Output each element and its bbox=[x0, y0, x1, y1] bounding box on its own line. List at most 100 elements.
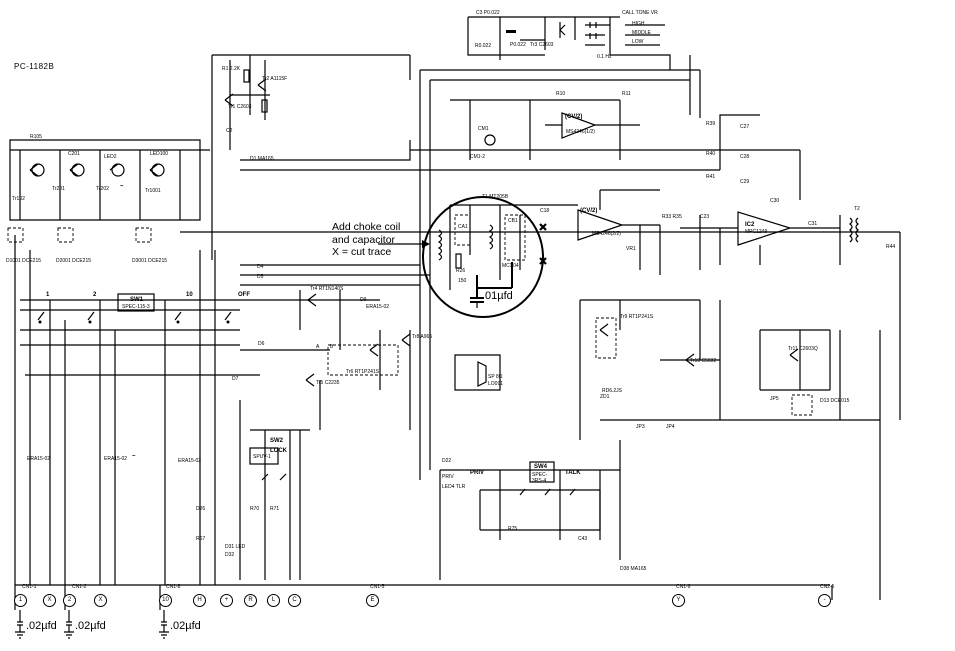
svg-text:C28: C28 bbox=[740, 154, 749, 160]
svg-text:D3001 DCE215: D3001 DCE215 bbox=[132, 258, 167, 264]
svg-text:CN1-1: CN1-1 bbox=[22, 584, 37, 590]
ic-mpc1249: IC2 bbox=[745, 222, 755, 228]
svg-text:R75: R75 bbox=[508, 526, 517, 532]
svg-text:C23: C23 bbox=[700, 214, 709, 220]
svg-text:Tr102: Tr102 bbox=[12, 196, 25, 202]
svg-text:C30: C30 bbox=[770, 198, 779, 204]
svg-text:R26: R26 bbox=[456, 268, 465, 274]
switch-sw1: SW1 bbox=[130, 297, 144, 303]
choke-coil-icon bbox=[437, 229, 443, 261]
terminal-plus: + bbox=[220, 594, 233, 607]
svg-text:C3 P0.022: C3 P0.022 bbox=[476, 10, 500, 16]
bottom-cap-1: .02µfd bbox=[26, 620, 57, 632]
svg-text:Tr4 RT1N140S: Tr4 RT1N140S bbox=[310, 286, 344, 292]
svg-text:SPEC-115-3: SPEC-115-3 bbox=[122, 304, 150, 310]
transformer-t1-icon bbox=[488, 224, 494, 250]
svg-text:MCX04: MCX04 bbox=[502, 263, 519, 269]
svg-text:ERA15-02: ERA15-02 bbox=[366, 304, 389, 310]
terminal-h: H bbox=[193, 594, 206, 607]
svg-text:Tr202: Tr202 bbox=[96, 186, 109, 192]
switching-block: Tr4 RT1N140S Tr8 A965 Tr6 RT1P241S Tr5 C22… bbox=[232, 264, 432, 430]
svg-text:D1 MA165: D1 MA165 bbox=[250, 156, 274, 162]
svg-text:T2: T2 bbox=[854, 206, 860, 212]
svg-text:ERA15-02: ERA15-02 bbox=[27, 456, 50, 462]
svg-text:MPC1249: MPC1249 bbox=[745, 229, 767, 235]
svg-text:R41: R41 bbox=[706, 174, 715, 180]
speaker-icon bbox=[477, 361, 487, 387]
svg-text:R105: R105 bbox=[30, 134, 42, 140]
svg-text:CN1-9: CN1-9 bbox=[676, 584, 691, 590]
added-capacitor-label: .01µfd bbox=[482, 290, 513, 302]
svg-text:B: B bbox=[330, 344, 334, 350]
svg-text:Tr6 RT1P241S: Tr6 RT1P241S bbox=[346, 369, 380, 375]
svg-text:C27: C27 bbox=[740, 124, 749, 130]
svg-text:Tr11 C2603Q: Tr11 C2603Q bbox=[788, 346, 818, 352]
svg-text:150: 150 bbox=[458, 278, 467, 284]
svg-text:Tr201: Tr201 bbox=[52, 186, 65, 192]
svg-text:LO091: LO091 bbox=[488, 381, 503, 387]
terminal-1: 1 bbox=[14, 594, 27, 607]
svg-text:Tr2 A1115F: Tr2 A1115F bbox=[262, 76, 287, 82]
svg-text:A: A bbox=[316, 344, 320, 350]
svg-text:CA1: CA1 bbox=[458, 224, 468, 230]
terminal-r: R bbox=[244, 594, 257, 607]
svg-text:P0.022: P0.022 bbox=[510, 42, 526, 48]
bottom-cap-3: .02µfd bbox=[170, 620, 201, 632]
modification-note: Add choke coil and capacitor X = cut tra… bbox=[332, 222, 400, 260]
svg-text:R39: R39 bbox=[706, 121, 715, 127]
svg-text:R44: R44 bbox=[886, 244, 895, 250]
svg-text:CN1-2: CN1-2 bbox=[72, 584, 87, 590]
svg-text:Tr8 A965: Tr8 A965 bbox=[412, 334, 432, 340]
switch-position-1: 1 bbox=[46, 292, 50, 298]
svg-text:JP5: JP5 bbox=[770, 396, 779, 402]
svg-text:CN1-5: CN1-5 bbox=[370, 584, 385, 590]
svg-text:R0.022: R0.022 bbox=[475, 43, 491, 49]
svg-text:~: ~ bbox=[120, 184, 124, 190]
switch-sw4: SW4 bbox=[534, 464, 548, 470]
svg-text:LOCK: LOCK bbox=[270, 448, 288, 454]
svg-text:LED2: LED2 bbox=[104, 154, 117, 160]
bottom-cap-2: .02µfd bbox=[75, 620, 106, 632]
svg-text:D13 DCE015: D13 DCE015 bbox=[820, 398, 850, 404]
svg-text:C201: C201 bbox=[68, 151, 80, 157]
svg-text:JP3: JP3 bbox=[636, 424, 645, 430]
mode-label-off: OFF bbox=[238, 292, 250, 298]
terminal-2: 2 bbox=[63, 594, 76, 607]
note-line-1: Add choke coil bbox=[332, 221, 401, 233]
svg-text:R40: R40 bbox=[706, 151, 715, 157]
terminal-c: C bbox=[288, 594, 301, 607]
tone-label-middle: MIDDLE bbox=[632, 30, 652, 36]
svg-text:SPUV-1: SPUV-1 bbox=[253, 454, 271, 460]
svg-text:Tr5 C2235: Tr5 C2235 bbox=[316, 380, 340, 386]
terminal-x-2: X bbox=[94, 594, 107, 607]
svg-text:D32: D32 bbox=[225, 552, 234, 558]
svg-text:D9: D9 bbox=[360, 297, 367, 303]
svg-text:CN1-8: CN1-8 bbox=[166, 584, 181, 590]
terminal-x-1: X bbox=[43, 594, 56, 607]
svg-text:LED4 TLR: LED4 TLR bbox=[442, 484, 466, 490]
switch-position-2: 2 bbox=[93, 292, 97, 298]
svg-text:R11: R11 bbox=[622, 91, 631, 97]
svg-text:C18: C18 bbox=[540, 208, 549, 214]
svg-text:D38 MA165: D38 MA165 bbox=[620, 566, 647, 572]
svg-text:LED100: LED100 bbox=[150, 151, 168, 157]
svg-text:R70: R70 bbox=[250, 506, 259, 512]
mode-label-priv: PRIV bbox=[470, 470, 484, 476]
svg-text:R1 2.2K: R1 2.2K bbox=[222, 66, 241, 72]
svg-text:D6: D6 bbox=[258, 341, 265, 347]
svg-text:ZD1: ZD1 bbox=[600, 394, 610, 400]
svg-text:Tr1 C2603: Tr1 C2603 bbox=[228, 104, 252, 110]
switch-position-10: 10 bbox=[186, 292, 193, 298]
svg-text:R10: R10 bbox=[556, 91, 565, 97]
tone-label-vr: CALL TONE VR bbox=[622, 10, 658, 16]
svg-text:CN2-5: CN2-5 bbox=[820, 584, 835, 590]
model-label: PC-1182B bbox=[14, 62, 55, 71]
